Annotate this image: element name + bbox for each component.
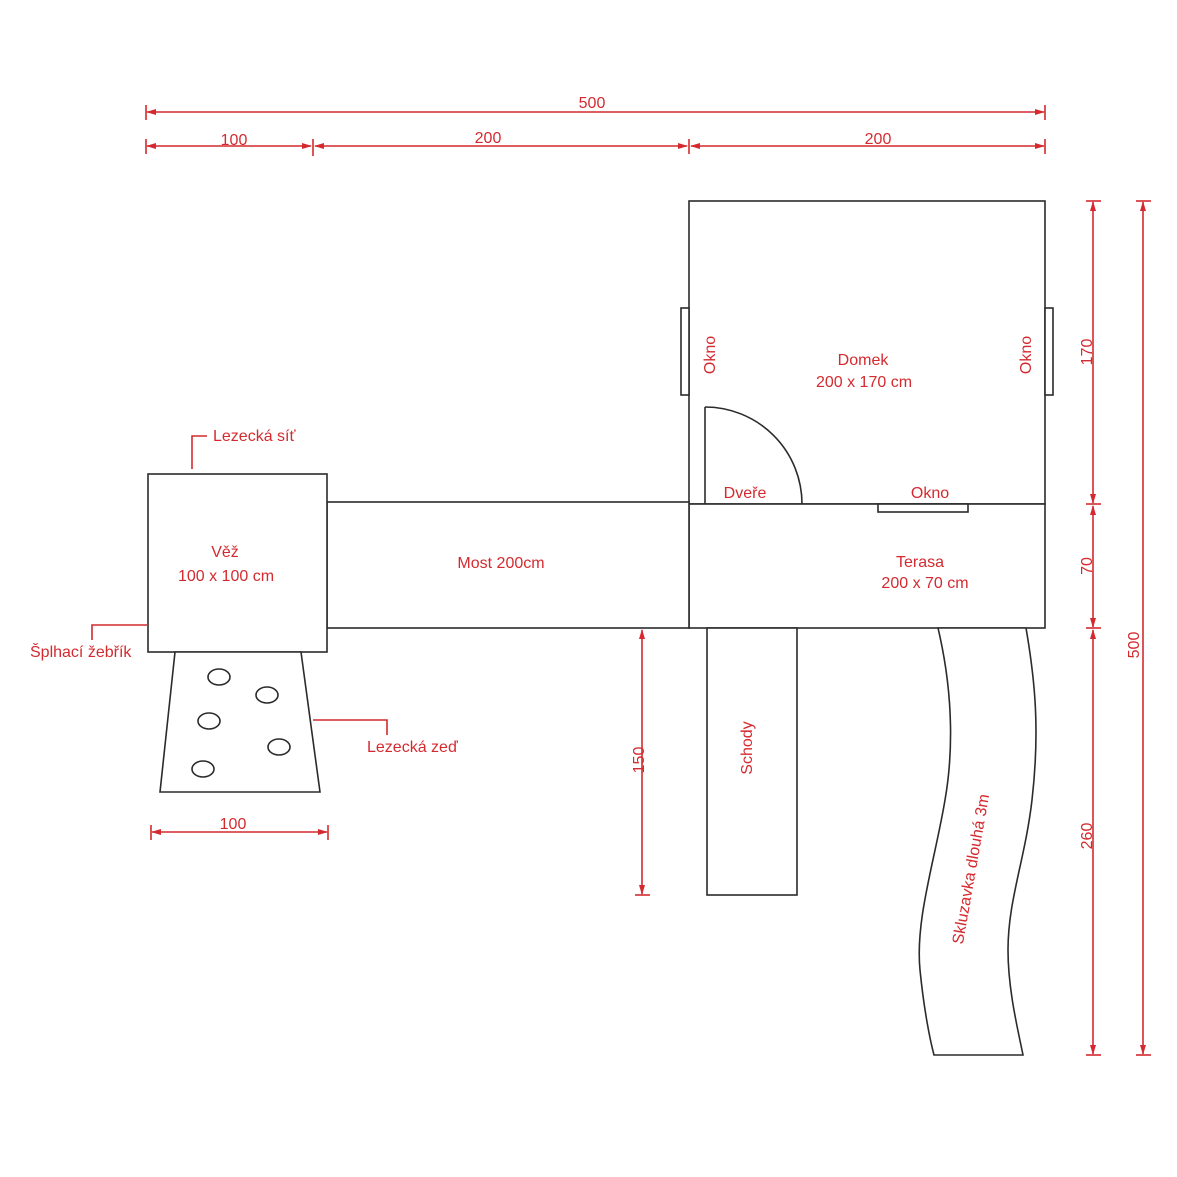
- stairs-label: Schody: [739, 721, 756, 774]
- leader-ladder: [91, 624, 148, 640]
- climbing-ladder-label: Šplhací žebřík: [30, 642, 132, 661]
- window-left: [680, 307, 690, 396]
- climbing-net-label: Lezecká síť: [213, 428, 296, 445]
- terrace-size: 200 x 70 cm: [881, 575, 968, 592]
- bridge: [326, 501, 690, 629]
- dim-terrace-depth: 70: [1079, 505, 1101, 629]
- stairs: [706, 627, 798, 896]
- dim-label: 150: [631, 747, 648, 774]
- house: [688, 200, 1046, 505]
- climbing-hold: [197, 712, 221, 730]
- dim-label: 100: [221, 132, 248, 149]
- dim-total-width: 500: [145, 95, 1046, 120]
- bridge-label: Most 200cm: [457, 555, 544, 572]
- climbing-hold: [207, 668, 231, 686]
- tower-size: 100 x 100 cm: [178, 568, 274, 585]
- tower: [147, 473, 328, 653]
- dim-label: 200: [865, 131, 892, 148]
- climbing-hold: [255, 686, 279, 704]
- leader-net: [191, 435, 207, 469]
- dim-total-depth: 500: [1126, 200, 1151, 1056]
- climbing-hold: [191, 760, 215, 778]
- terrace: [688, 503, 1046, 629]
- dim-label: 100: [220, 816, 247, 833]
- window-right-label: Okno: [1018, 336, 1035, 374]
- dim-label: 260: [1079, 823, 1096, 850]
- dim-house-depth: 170: [1079, 200, 1101, 505]
- dim-label: 200: [475, 130, 502, 147]
- dim-label: 500: [1126, 632, 1143, 659]
- dim-slide-length: 260: [1079, 629, 1101, 1056]
- dim-tower-width: 100: [145, 132, 314, 156]
- window-bottom: [877, 503, 969, 513]
- dim-label: 170: [1079, 339, 1096, 366]
- terrace-title: Terasa: [896, 554, 944, 571]
- slide: [918, 627, 1037, 1056]
- window-bottom-label: Okno: [911, 485, 949, 502]
- window-right: [1044, 307, 1054, 396]
- leader-wall: [313, 719, 388, 735]
- window-left-label: Okno: [702, 336, 719, 374]
- dim-house-width: 200: [690, 131, 1046, 154]
- dim-label: 500: [579, 95, 606, 112]
- dim-bridge-width: 200: [314, 130, 690, 154]
- dim-label: 70: [1079, 557, 1096, 575]
- climbing-wall: [159, 651, 321, 793]
- tower-title: Věž: [211, 544, 239, 561]
- dim-stairs-length: 150: [631, 629, 650, 896]
- door: [704, 406, 803, 505]
- climbing-wall-label: Lezecká zeď: [367, 739, 458, 756]
- climbing-hold: [267, 738, 291, 756]
- house-title: Domek: [838, 352, 890, 369]
- dim-wall-width: 100: [150, 816, 329, 840]
- house-size: 200 x 170 cm: [816, 374, 912, 391]
- door-label: Dveře: [724, 485, 767, 502]
